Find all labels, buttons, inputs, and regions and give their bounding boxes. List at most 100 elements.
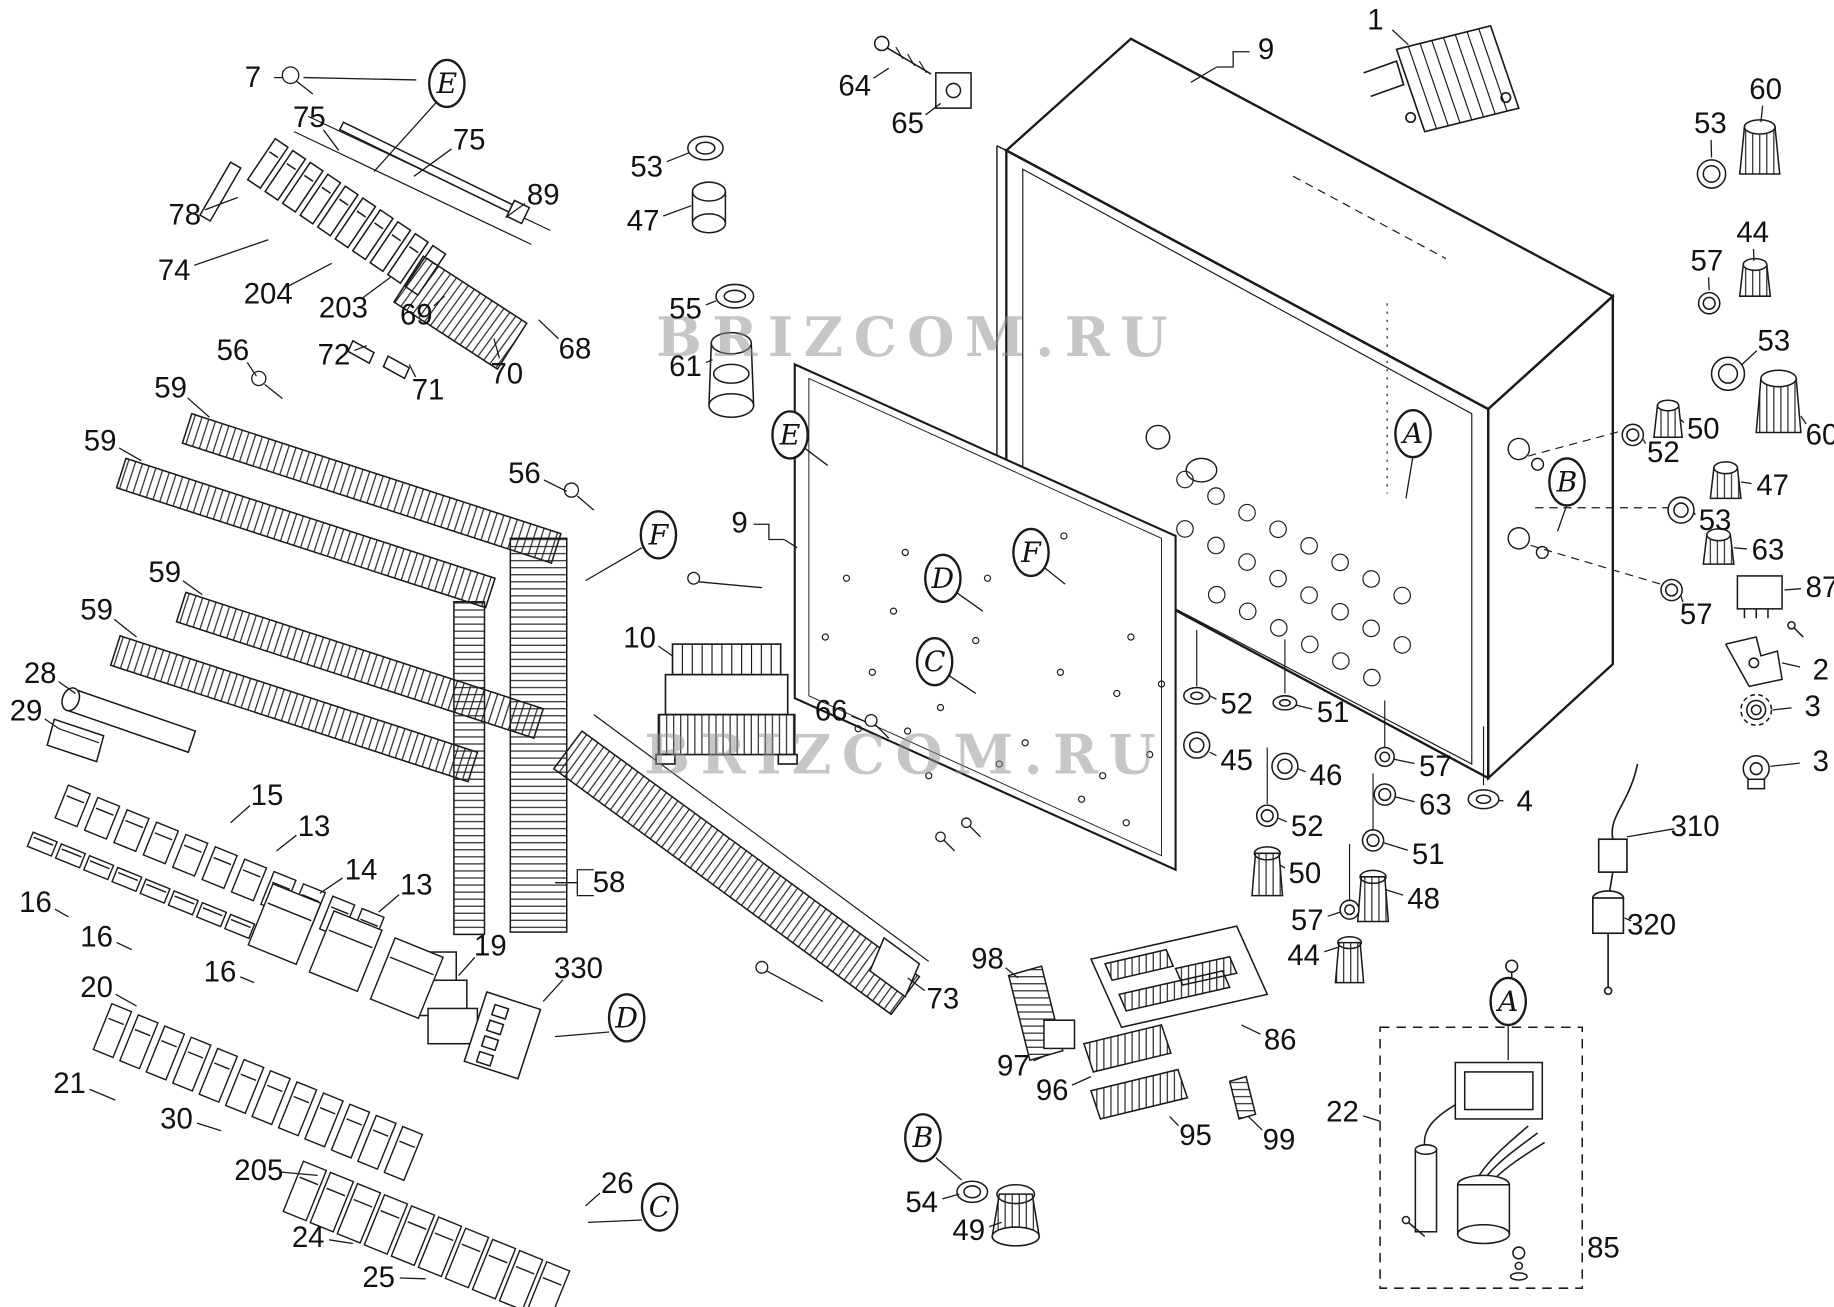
leader-line (1680, 595, 1684, 603)
leader-line (118, 447, 142, 462)
leader-line (1247, 1116, 1263, 1131)
leader-line (505, 202, 526, 218)
part-label-59: 59 (80, 594, 113, 627)
callout-circle-D (924, 553, 962, 603)
leader-line (1680, 419, 1685, 424)
leader-line (657, 645, 673, 657)
part-label-72: 72 (318, 338, 351, 371)
leader-line (58, 681, 76, 694)
part-label-203: 203 (319, 291, 368, 324)
leader-line (925, 102, 941, 116)
breaker-assembly (198, 115, 551, 380)
power-module-fins (1407, 28, 1508, 129)
part-label-19: 19 (474, 930, 507, 963)
leader-line (204, 196, 238, 211)
leader-line (276, 834, 297, 852)
part-label-3: 3 (1813, 745, 1829, 778)
part-label-52: 52 (1220, 688, 1253, 721)
leader-line (187, 397, 210, 418)
part-label-52: 52 (1291, 810, 1324, 843)
leader-line (1642, 439, 1647, 444)
part-label-63: 63 (1419, 789, 1452, 822)
leader-line (194, 239, 269, 266)
part-label-14: 14 (345, 853, 378, 886)
leader-line (196, 1122, 222, 1132)
leader-line (1209, 751, 1217, 757)
circuit-boards (1007, 925, 1269, 1120)
temperature-sensor (1592, 763, 1639, 996)
callout-letter-B: B (912, 1121, 934, 1154)
leader-line (1005, 967, 1019, 979)
callout-letter-B: B (1556, 465, 1578, 498)
leader-line (705, 359, 713, 364)
leader-line (230, 805, 251, 824)
leader-line (378, 894, 400, 913)
leader-line (1327, 911, 1341, 917)
callout-letter-A: A (1495, 985, 1518, 1018)
leader-line (116, 941, 133, 951)
leader-line (1772, 707, 1792, 711)
part-label-21: 21 (53, 1067, 86, 1100)
din-terminal-rails (109, 412, 930, 1016)
leader-line (1624, 917, 1632, 922)
leader-line (413, 148, 452, 177)
part-label-57: 57 (1291, 904, 1324, 937)
callout-letter-C: C (924, 645, 946, 678)
leader-line (907, 977, 926, 992)
part-label-16: 16 (80, 920, 113, 953)
leader-line (1391, 29, 1409, 46)
callout-circle-C (915, 637, 954, 687)
leader-line (666, 152, 690, 163)
transformer (655, 643, 798, 765)
part-label-60: 60 (1749, 73, 1782, 106)
part-label-7: 7 (245, 61, 261, 94)
leader-line (1279, 864, 1286, 869)
callout-circle-B (1548, 457, 1586, 507)
callout-circle-A (1489, 976, 1528, 1027)
leader-line (113, 618, 137, 638)
part-label-63: 63 (1752, 534, 1785, 567)
part-label-44: 44 (1736, 216, 1769, 249)
panel-holes (821, 532, 1166, 827)
part-label-89: 89 (527, 179, 560, 212)
relay-rows (26, 784, 571, 1307)
leader-line (1297, 768, 1306, 773)
part-label-59: 59 (148, 556, 181, 589)
part-label-53: 53 (1694, 107, 1727, 140)
leader-line (585, 1192, 601, 1207)
cable-gland-bottom (956, 1180, 1041, 1247)
transformer-fins (681, 644, 772, 675)
part-label-24: 24 (292, 1221, 325, 1254)
part-label-51: 51 (1317, 696, 1350, 729)
leader-line (1626, 828, 1675, 838)
leader-line (354, 344, 368, 352)
leader-line (408, 364, 417, 378)
leader-line (543, 479, 568, 492)
part-label-320: 320 (1627, 909, 1676, 942)
callout-letter-D: D (614, 1001, 638, 1034)
leader-line (1394, 758, 1415, 765)
gland-fittings-bottom (1183, 629, 1500, 984)
part-label-64: 64 (838, 69, 871, 102)
part-label-47: 47 (627, 204, 660, 237)
leader-line (1071, 1076, 1092, 1086)
part-label-46: 46 (1310, 759, 1343, 792)
part-label-97: 97 (997, 1050, 1030, 1083)
callout-circle-B (904, 1113, 942, 1163)
mounting-panel (793, 362, 1177, 872)
power-module (1363, 24, 1520, 133)
leader-line (54, 908, 69, 918)
leader-line (1277, 817, 1288, 823)
leader-line (1383, 842, 1409, 851)
part-label-13: 13 (298, 810, 331, 843)
part-label-69: 69 (400, 298, 433, 331)
part-label-50: 50 (1687, 413, 1720, 446)
part-label-56: 56 (508, 457, 541, 490)
leader-line (663, 205, 692, 217)
leader-line (1033, 1053, 1049, 1062)
part-label-78: 78 (168, 199, 201, 232)
leader-line (1741, 350, 1758, 365)
part-label-10: 10 (623, 622, 656, 655)
part-label-25: 25 (362, 1261, 395, 1294)
leader-line (851, 715, 866, 723)
